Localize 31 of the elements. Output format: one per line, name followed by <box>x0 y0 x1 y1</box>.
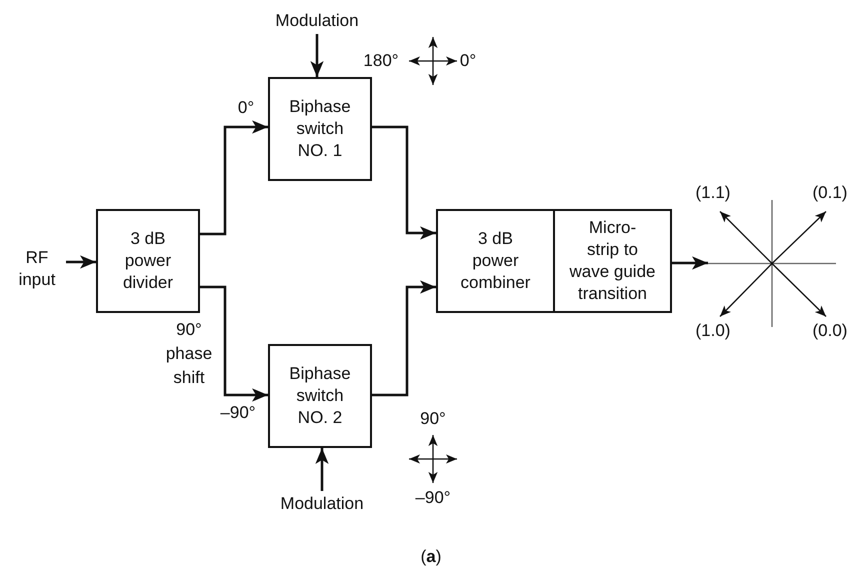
process-box <box>268 344 372 448</box>
arrow <box>315 448 329 491</box>
arrow <box>672 256 708 270</box>
phase-label: –90° <box>415 487 451 509</box>
phase-label: 180° <box>363 50 399 72</box>
phase-label: 0° <box>460 50 476 72</box>
arrow <box>200 120 268 236</box>
process-box <box>436 209 555 313</box>
arrow <box>66 255 96 269</box>
state-label: (1.1) <box>696 182 730 204</box>
phase-label: –90° <box>220 402 256 424</box>
block-label: Biphase switch NO. 2 <box>288 363 352 429</box>
arrow <box>372 126 436 240</box>
arrow <box>200 286 268 402</box>
block-label: Micro- strip to wave guide transition <box>568 217 656 305</box>
signal-label: RF input <box>18 247 56 291</box>
process-box <box>268 77 372 181</box>
block-label: 3 dB power combiner <box>460 228 532 294</box>
signal-label: Modulation <box>279 493 365 515</box>
phase-label: 90° <box>420 408 446 430</box>
caption: (a) <box>420 546 442 568</box>
block-label: Biphase switch NO. 1 <box>288 96 352 162</box>
state-label: (0.1) <box>812 182 848 204</box>
arrow <box>310 34 324 77</box>
state-label: (0.0) <box>812 320 848 342</box>
block-label: 3 dB power divider <box>122 228 174 294</box>
process-box <box>553 209 672 313</box>
process-box <box>96 209 200 313</box>
signal-label: Modulation <box>274 10 360 32</box>
state-label: (1.0) <box>696 320 730 342</box>
arrow <box>372 280 436 396</box>
